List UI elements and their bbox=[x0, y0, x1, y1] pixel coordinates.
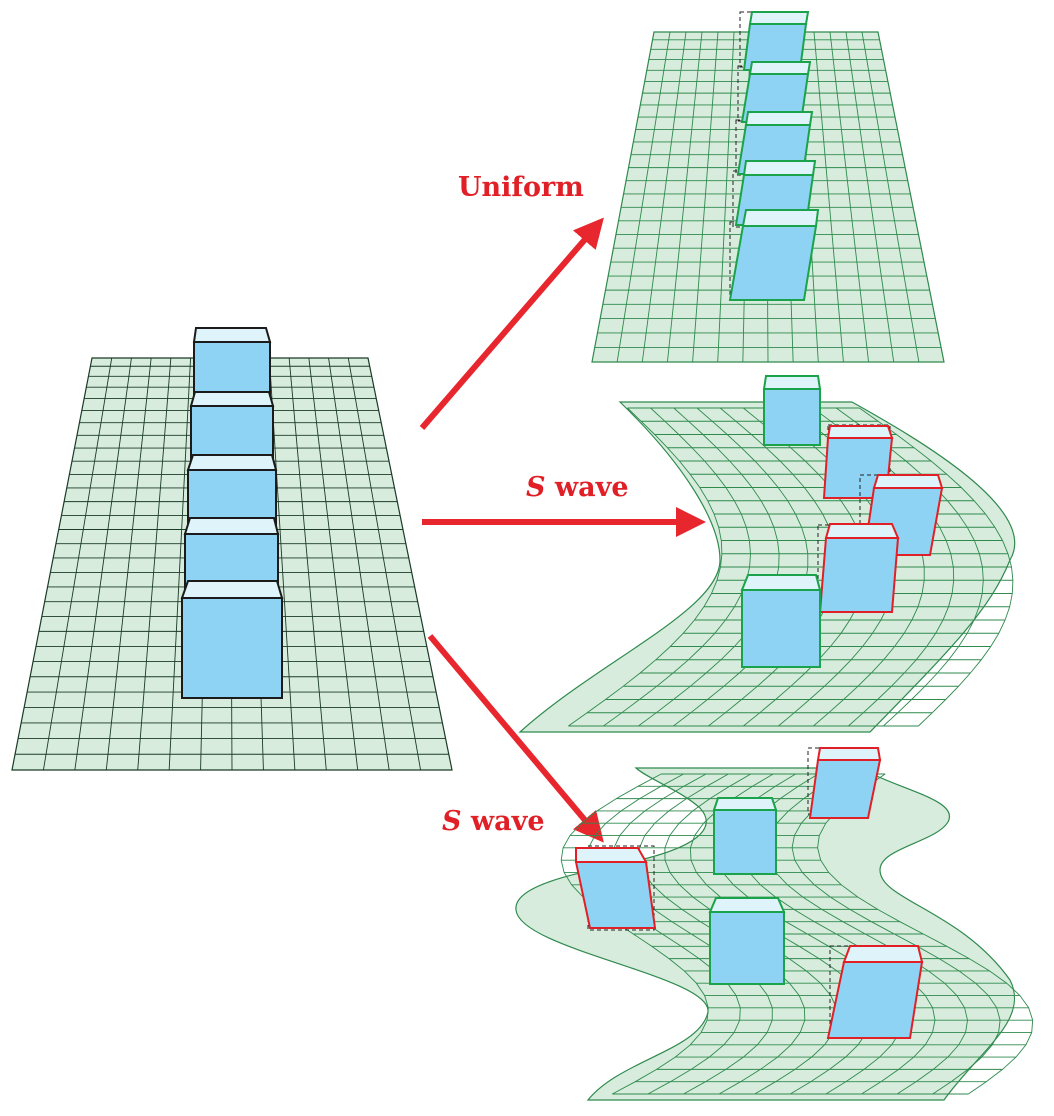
original-panel bbox=[11, 327, 453, 771]
uniform-block-2 bbox=[740, 61, 812, 123]
grid-line bbox=[347, 357, 422, 771]
uniform-label: Uniform bbox=[458, 172, 584, 203]
uniform-panel bbox=[591, 11, 945, 363]
s-wave-side-label: S wave bbox=[526, 472, 629, 503]
uniform-block-5 bbox=[728, 209, 820, 301]
grid-line bbox=[288, 357, 327, 771]
s-wave-bottom-label: S wave bbox=[442, 806, 545, 837]
grid-line bbox=[168, 357, 192, 771]
original-block-3 bbox=[186, 454, 278, 527]
grid-line bbox=[137, 357, 172, 771]
s-wave-bottom-blocks bbox=[574, 747, 924, 1039]
grid-line bbox=[641, 31, 687, 363]
s-wave-side-label-letter: S bbox=[526, 472, 546, 503]
s2-block-5-sheared bbox=[826, 945, 924, 1039]
uniform-blocks bbox=[728, 11, 820, 301]
s2-block-2-unsheared bbox=[712, 797, 778, 875]
original-block-1 bbox=[192, 327, 272, 398]
grid-line bbox=[717, 31, 735, 363]
original-block-stack bbox=[180, 327, 284, 699]
grid-line bbox=[829, 31, 870, 363]
original-block-5 bbox=[180, 580, 284, 699]
grid-line bbox=[42, 357, 113, 771]
arrow-to-uniform bbox=[419, 217, 604, 430]
s-wave-bottom-label-letter: S bbox=[442, 806, 462, 837]
original-block-4 bbox=[183, 517, 280, 591]
s2-block-3-sheared bbox=[574, 845, 657, 931]
grid-line bbox=[813, 31, 844, 363]
grid-line bbox=[817, 773, 1034, 1095]
grid-line bbox=[845, 31, 895, 363]
s1-block-5-unsheared bbox=[740, 574, 822, 668]
s1-block-1-unsheared bbox=[762, 375, 822, 446]
grid-line bbox=[105, 357, 152, 771]
grid-line bbox=[666, 31, 703, 363]
grid-line bbox=[692, 31, 719, 363]
s-wave-bottom-label-word: wave bbox=[470, 806, 545, 837]
s1-block-4-sheared bbox=[817, 523, 900, 613]
arrow-to-s-wave-bottom bbox=[427, 634, 604, 843]
grid-line bbox=[328, 357, 390, 771]
s2-block-4-unsheared bbox=[708, 897, 786, 985]
grid-line bbox=[308, 357, 359, 771]
grid-line bbox=[74, 357, 132, 771]
uniform-block-1 bbox=[742, 11, 810, 71]
arrows bbox=[419, 217, 706, 843]
s-wave-bottom-panel bbox=[515, 747, 1034, 1101]
s-wave-side-panel bbox=[518, 375, 1016, 733]
original-ground-grid bbox=[15, 357, 449, 771]
s-wave-side-blocks bbox=[740, 375, 944, 668]
original-block-2 bbox=[189, 391, 275, 463]
s2-block-1-sheared bbox=[807, 747, 882, 819]
s-wave-side-label-word: wave bbox=[554, 472, 629, 503]
grid-line bbox=[616, 31, 671, 363]
uniform-label-text: Uniform bbox=[458, 172, 584, 203]
grid-line bbox=[861, 31, 920, 363]
